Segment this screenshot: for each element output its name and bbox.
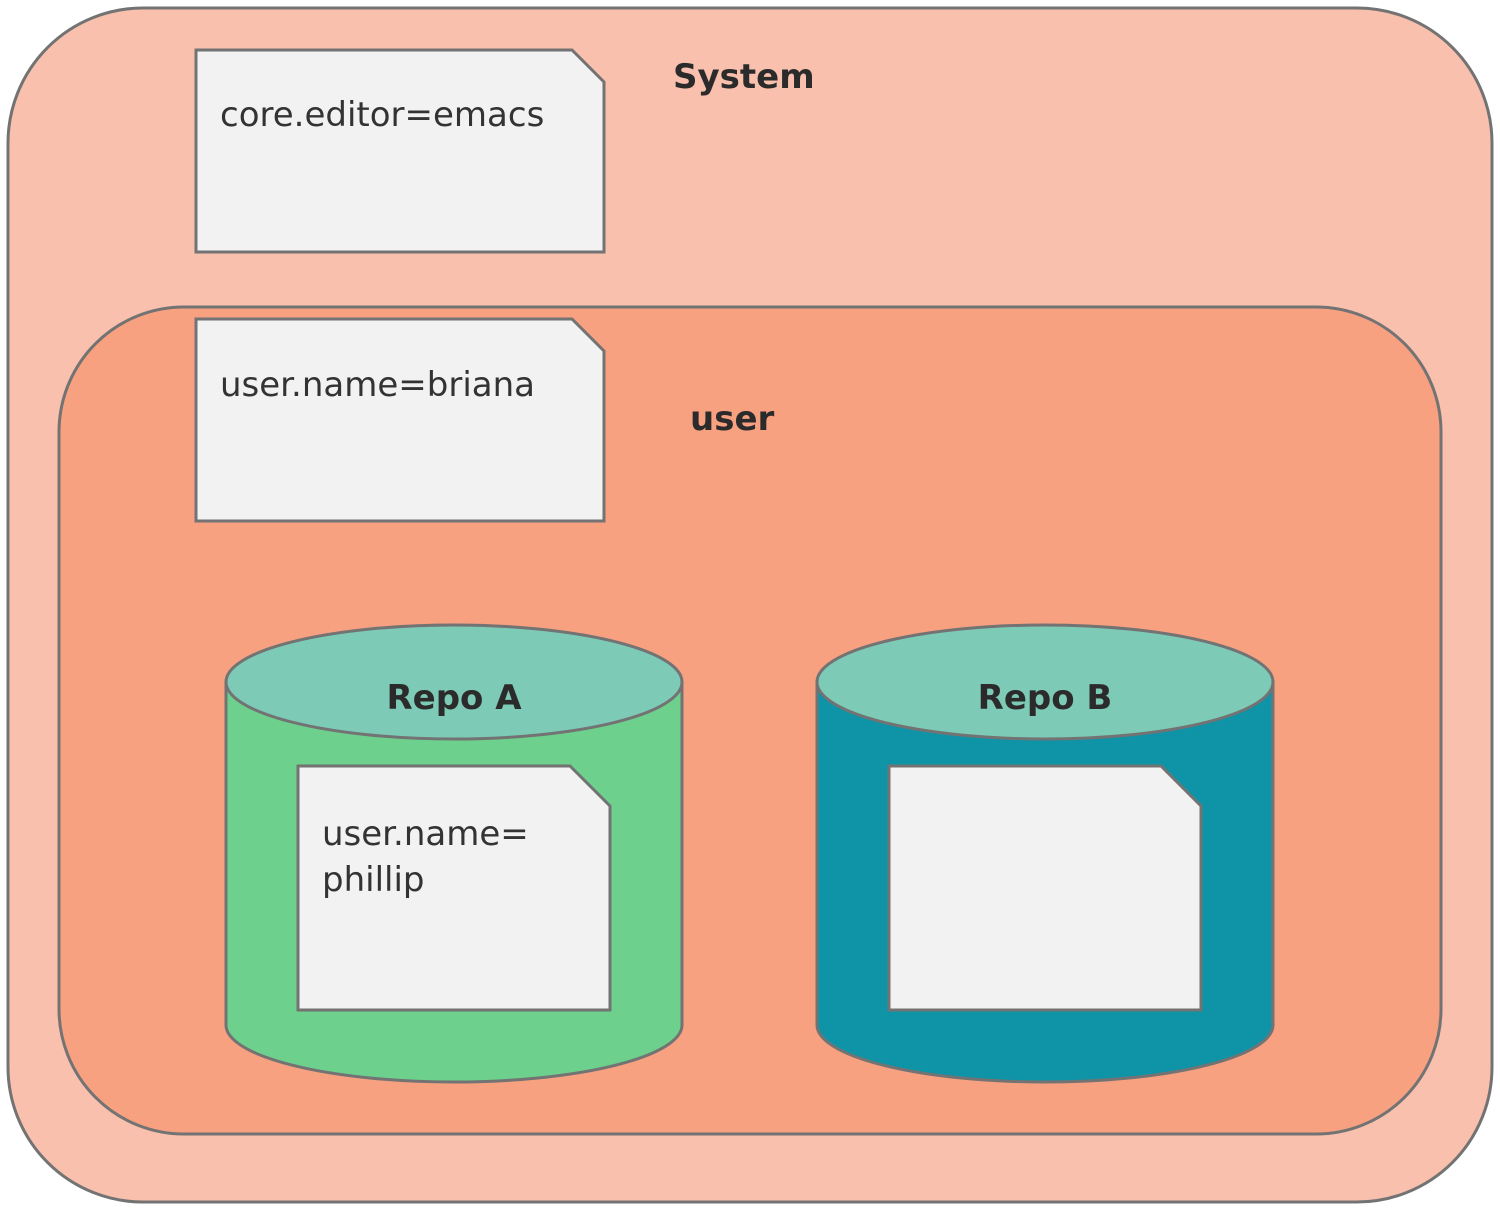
system-config-entry: core.editor=emacs <box>220 95 544 135</box>
repo-a-config-note <box>296 764 612 1012</box>
user-config-note <box>194 317 606 523</box>
repo-b-label: Repo B <box>978 678 1113 718</box>
repo-b-config-note <box>887 764 1203 1012</box>
user-scope-label: user <box>690 399 775 439</box>
repo-a-top <box>224 623 684 741</box>
repo-a-config-entry-line1: user.name= <box>322 814 529 854</box>
system-scope-label: System <box>673 57 815 97</box>
repo-a-config-entry-line2: phillip <box>322 860 425 900</box>
user-config-entry: user.name=briana <box>220 365 535 405</box>
repo-b-top <box>815 623 1275 741</box>
repo-a-label: Repo A <box>386 678 522 718</box>
repo-b-cylinder: Repo B <box>815 623 1275 1084</box>
repo-a-cylinder: Repo A user.name= phillip <box>224 623 684 1084</box>
system-config-note <box>194 48 606 254</box>
